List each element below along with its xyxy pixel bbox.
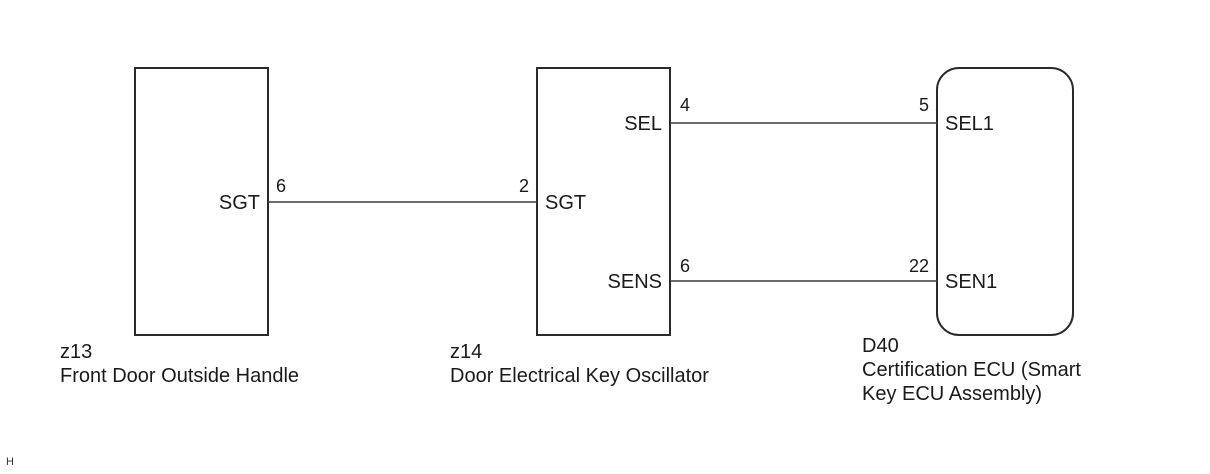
d40-pin-number-sen1: 22 [909,256,929,276]
z14-pin-number-sgt: 2 [519,176,529,196]
z13-pin-number-sgt: 6 [276,176,286,196]
z13-code: z13 [60,341,93,363]
footer-mark: H [6,456,14,468]
z14-pin-number-sel: 4 [680,95,690,115]
z14-pin-label-sgt: SGT [545,192,586,214]
z14-caption: z14 Door Electrical Key Oscillator [450,340,709,388]
d40-caption: D40 Certification ECU (Smart Key ECU Ass… [862,334,1081,406]
z14-component-box [536,67,671,336]
z14-code: z14 [450,341,483,363]
d40-name-line2: Key ECU Assembly) [862,383,1043,405]
z13-name: Front Door Outside Handle [60,365,300,387]
d40-pin-label-sen1: SEN1 [945,271,997,293]
d40-pin-label-sel1: SEL1 [945,113,994,135]
d40-code: D40 [862,335,899,357]
z13-component-box [134,67,269,336]
z13-caption: z13 Front Door Outside Handle [60,340,299,388]
d40-name-line1: Certification ECU (Smart [862,359,1081,381]
d40-component-box [936,67,1074,336]
z14-pin-number-sens: 6 [680,256,690,276]
d40-pin-number-sel1: 5 [919,95,929,115]
z14-pin-label-sens: SENS [608,271,662,293]
z13-pin-label-sgt: SGT [219,192,260,214]
z14-name: Door Electrical Key Oscillator [450,365,709,387]
z14-pin-label-sel: SEL [624,113,662,135]
